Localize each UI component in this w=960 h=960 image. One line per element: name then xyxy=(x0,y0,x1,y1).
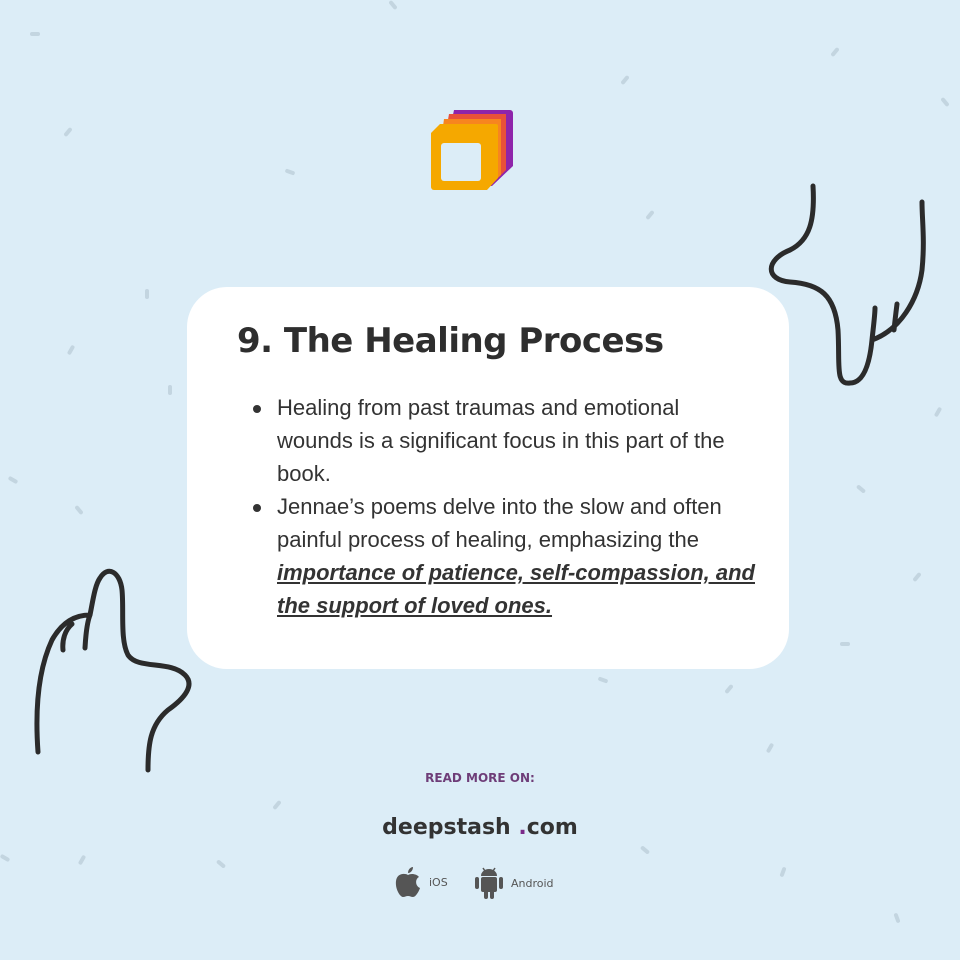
card-title: 9. The Healing Process xyxy=(237,321,664,361)
android-link[interactable]: Android xyxy=(475,866,554,900)
ios-link[interactable]: iOS xyxy=(395,866,448,898)
bullet-item: Jennae’s poems delve into the slow and o… xyxy=(253,490,757,622)
bullet-item: Healing from past traumas and emotional … xyxy=(253,391,757,490)
deepstash-logo-icon xyxy=(431,110,513,190)
highlighted-text: importance of patience, self-compassion,… xyxy=(277,560,755,618)
site-dot: . xyxy=(518,815,527,840)
site-link[interactable]: deepstash .com xyxy=(0,815,960,840)
bullet-text: Jennae’s poems delve into the slow and o… xyxy=(277,494,722,552)
site-name: deepstash xyxy=(382,815,511,840)
hand-doodle-right xyxy=(768,183,926,386)
android-icon xyxy=(475,867,503,899)
read-more-label: READ MORE ON: xyxy=(425,771,535,785)
bullet-list: Healing from past traumas and emotional … xyxy=(253,391,757,622)
site-tld: com xyxy=(526,815,578,840)
hand-doodle-left xyxy=(34,568,192,773)
apple-icon xyxy=(395,867,420,897)
content-card: 9. The Healing Process Healing from past… xyxy=(187,287,789,669)
android-label: Android xyxy=(511,876,554,890)
bullet-text: Healing from past traumas and emotional … xyxy=(277,395,725,486)
ios-label: iOS xyxy=(429,875,448,889)
